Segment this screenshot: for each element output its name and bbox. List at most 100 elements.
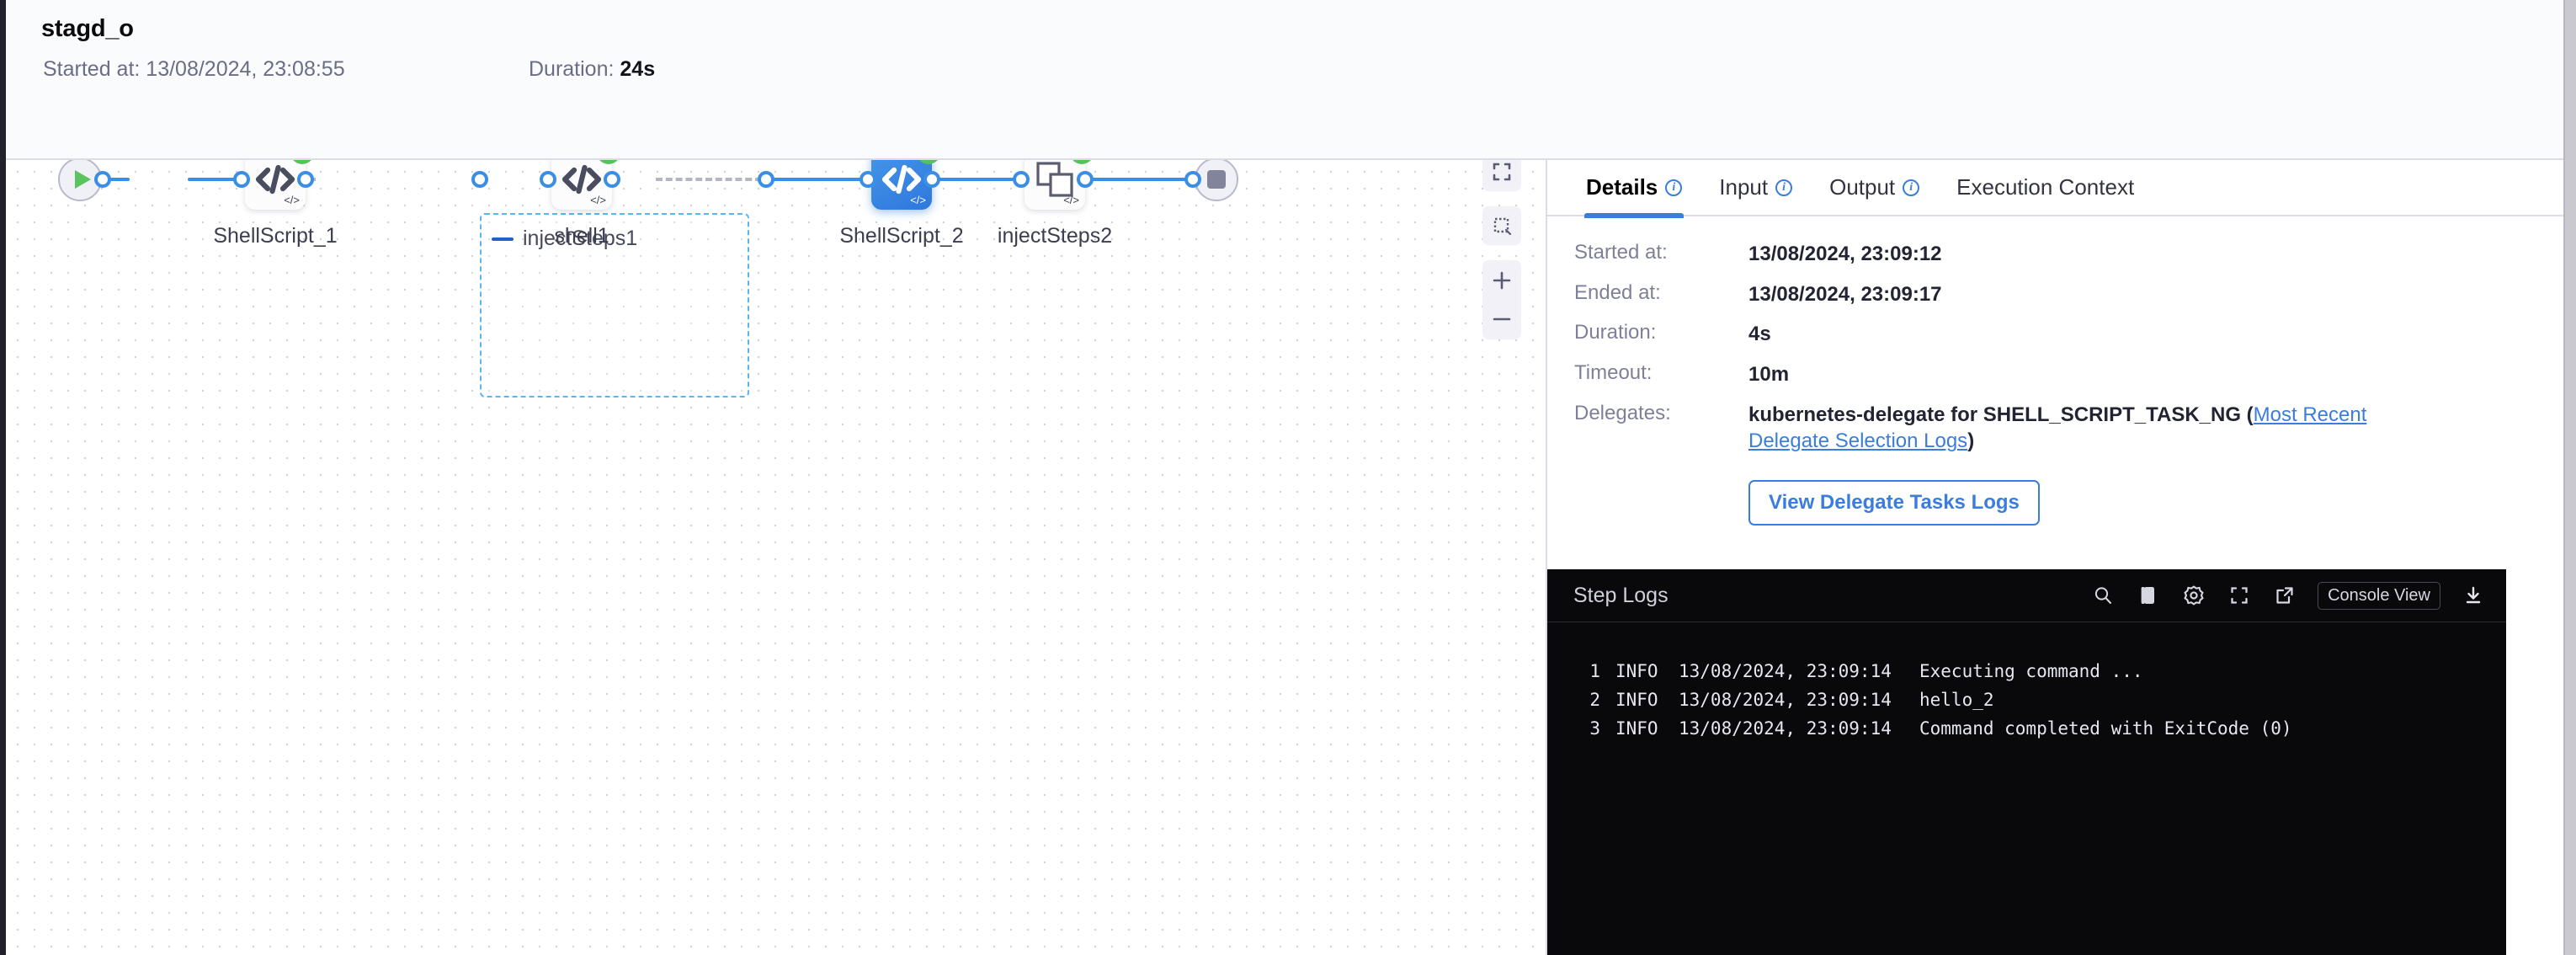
duration-label: Duration: [1574, 321, 1657, 344]
tab-input[interactable]: Input i [1719, 159, 1793, 216]
node-type-code-icon: </> [590, 194, 606, 206]
zoom-out-button[interactable] [1482, 300, 1521, 339]
tab-output[interactable]: Output i [1829, 159, 1920, 216]
details-content: Started at: 13/08/2024, 23:09:12 Ended a… [1547, 216, 2563, 569]
canvas-content: injectSteps1 [6, 160, 1546, 955]
delegates-label: Delegates: [1574, 401, 1671, 424]
shell1-in-port[interactable] [540, 171, 556, 188]
panel-tabs: Details i Input i Output i Execution Con… [1547, 159, 2563, 218]
minus-icon[interactable] [492, 237, 514, 241]
shellscript-1-in-port[interactable] [233, 171, 250, 188]
fit-to-screen-button[interactable] [1482, 160, 1521, 191]
code-icon [551, 160, 612, 210]
shell1-out-port[interactable] [604, 171, 620, 188]
shellscript-2-in-port[interactable] [860, 171, 876, 188]
delegates-text-end: ) [1967, 429, 1975, 453]
detail-row-ended-at: Ended at: 13/08/2024, 23:09:17 [1547, 281, 2563, 308]
tab-execution-context[interactable]: Execution Context [1956, 159, 2134, 216]
status-badge-success [290, 160, 314, 164]
shellscript-1-out-port[interactable] [297, 171, 314, 188]
detail-row-started-at: Started at: 13/08/2024, 23:09:12 [1547, 241, 2563, 268]
log-timestamp: 13/08/2024, 23:09:14 [1679, 718, 1892, 739]
injectsteps2-in-port[interactable] [1013, 171, 1030, 188]
step-detail-panel: Details i Input i Output i Execution Con… [1546, 159, 2563, 955]
fullscreen-icon[interactable] [2227, 583, 2252, 608]
start-node-port[interactable] [94, 171, 111, 188]
dashed-square-icon [1482, 206, 1521, 245]
edge-node4-to-end [1092, 178, 1190, 181]
log-line: 3 INFO 13/08/2024, 23:09:14 Command comp… [1547, 718, 2506, 747]
edge-dashed-out-shell1 [656, 178, 762, 181]
injectsteps2-out-port[interactable] [1077, 171, 1094, 188]
info-icon[interactable]: i [1665, 179, 1683, 196]
zoom-controls[interactable] [1482, 260, 1521, 339]
node-type-code-icon: </> [284, 194, 300, 206]
group-out-port[interactable] [758, 171, 774, 188]
node-label-shellscript-1: ShellScript_1 [213, 224, 338, 248]
tab-details[interactable]: Details i [1583, 159, 1685, 218]
gear-icon[interactable] [2181, 583, 2206, 608]
shellscript-2-out-port[interactable] [923, 171, 940, 188]
started-at-label: Started at: [1574, 241, 1668, 264]
edge-group-to-node3 [768, 178, 872, 181]
fullscreen-icon [1482, 160, 1521, 191]
log-timestamp: 13/08/2024, 23:09:14 [1679, 690, 1892, 710]
download-icon[interactable] [2461, 583, 2486, 608]
view-delegate-tasks-logs-button[interactable]: View Delegate Tasks Logs [1748, 480, 2040, 526]
pipeline-canvas[interactable]: injectSteps1 [6, 160, 1546, 955]
status-badge-success [597, 160, 620, 164]
console-view-button[interactable]: Console View [2318, 581, 2440, 610]
detail-row-timeout: Timeout: 10m [1547, 361, 2563, 388]
step-node-shell1[interactable]: </> [551, 160, 620, 210]
log-line: 2 INFO 13/08/2024, 23:09:14 hello_2 [1547, 690, 2506, 718]
started-at-text: Started at: 13/08/2024, 23:08:55 [43, 57, 345, 81]
started-at-value: 13/08/2024, 23:09:12 [1748, 243, 1942, 265]
copy-icon[interactable] [2136, 583, 2161, 608]
step-node-injectsteps2[interactable]: </> [1025, 160, 1094, 210]
end-node[interactable] [1195, 160, 1238, 201]
step-logs-panel: Step Logs [1547, 569, 2506, 955]
info-icon[interactable]: i [1775, 179, 1793, 196]
step-group-injectSteps1[interactable]: injectSteps1 [480, 213, 749, 397]
node-type-code-icon: </> [910, 194, 926, 206]
end-node-port[interactable] [1184, 171, 1201, 188]
log-level: INFO [1615, 690, 1658, 710]
play-icon [74, 170, 91, 189]
info-icon[interactable]: i [1903, 179, 1920, 196]
ended-at-value: 13/08/2024, 23:09:17 [1748, 282, 1942, 306]
step-logs-body[interactable]: 1 INFO 13/08/2024, 23:09:14 Executing co… [1547, 622, 2506, 955]
node-label-shellscript-2: ShellScript_2 [839, 224, 964, 248]
zoom-in-button[interactable] [1482, 261, 1521, 300]
log-level: INFO [1615, 718, 1658, 739]
group-header[interactable]: injectSteps1 [492, 227, 637, 251]
copy-squares-icon [1025, 160, 1085, 210]
duration-text: Duration: 24s [529, 57, 655, 82]
status-badge-success [1070, 160, 1094, 164]
duration-label: Duration: [529, 57, 615, 81]
delegates-value: kubernetes-delegate for SHELL_SCRIPT_TAS… [1748, 402, 2388, 455]
step-node-shellscript-1[interactable]: </> [245, 160, 314, 210]
search-icon[interactable] [2090, 583, 2116, 608]
status-badge-success [917, 160, 940, 164]
group-in-port[interactable] [471, 171, 488, 188]
stop-icon [1207, 170, 1226, 189]
node-label-shell1: shell1 [554, 224, 609, 248]
log-message: Executing command ... [1919, 661, 2143, 681]
tab-execution-context-label: Execution Context [1956, 174, 2135, 200]
step-node-shellscript-2[interactable]: </> [871, 160, 940, 210]
selection-box-button[interactable] [1482, 206, 1521, 245]
start-node[interactable] [58, 160, 102, 201]
page-title: stagd_o [41, 15, 134, 42]
log-timestamp: 13/08/2024, 23:09:14 [1679, 661, 1892, 681]
edge-node1-to-group [188, 178, 262, 181]
code-icon [871, 160, 932, 210]
duration-value: 4s [1748, 323, 1771, 346]
duration-value: 24s [620, 57, 656, 81]
log-line-number: 3 [1589, 718, 1600, 739]
step-logs-header: Step Logs [1547, 569, 2506, 622]
log-line-number: 2 [1589, 690, 1600, 710]
external-link-icon[interactable] [2272, 583, 2297, 608]
node-type-code-icon: </> [1063, 194, 1079, 206]
step-logs-toolbar: Console View [2090, 569, 2486, 622]
delegate-selection-logs-link[interactable]: Most Recent Delegate Selection Logs [1748, 403, 2367, 453]
